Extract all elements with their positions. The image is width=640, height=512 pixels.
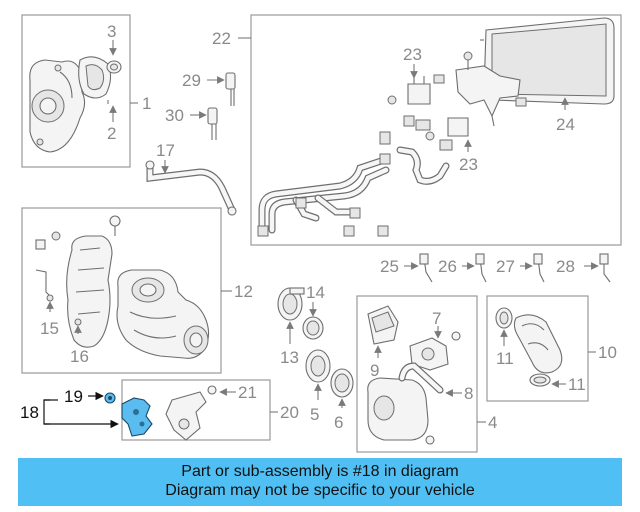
callout-17: 17 (156, 141, 175, 160)
callout-23-top: 23 (403, 45, 422, 64)
highlighted-part-18[interactable] (121, 397, 153, 437)
callout-15: 15 (40, 319, 59, 338)
sensor-27[interactable] (533, 253, 545, 283)
heat-shield[interactable] (66, 235, 113, 348)
callout-19: 19 (64, 387, 83, 406)
sensor-29[interactable] (225, 72, 236, 106)
callout-10: 10 (598, 343, 617, 362)
o-ring[interactable] (106, 60, 122, 74)
callout-26: 26 (438, 257, 457, 276)
callout-9: 9 (370, 361, 379, 380)
callout-22: 22 (212, 29, 231, 48)
group-box-1 (21, 14, 138, 168)
group-box-22 (238, 14, 622, 246)
banner-line-2: Diagram may not be specific to your vehi… (165, 482, 475, 499)
gasket-6[interactable] (330, 368, 354, 398)
callout-14: 14 (306, 283, 325, 302)
callout-21: 21 (238, 383, 257, 402)
callout-11-left: 11 (496, 349, 514, 368)
banner-line-1: Part or sub-assembly is #18 in diagram (181, 463, 459, 480)
mounting-bracket[interactable] (165, 391, 207, 441)
info-banner: Part or sub-assembly is #18 in diagram D… (18, 458, 622, 506)
callout-27: 27 (496, 257, 515, 276)
egr-cooler[interactable] (367, 362, 444, 445)
callout-6: 6 (334, 413, 343, 432)
callout-29: 29 (182, 71, 201, 90)
seal-11-lower[interactable] (529, 373, 551, 387)
callout-23-bottom: 23 (459, 155, 478, 174)
nut-12[interactable] (35, 231, 61, 250)
sensor-15[interactable] (35, 269, 54, 302)
callout-7: 7 (432, 309, 441, 328)
exploded-view: 3 2 1 29 30 17 22 24 (20, 14, 622, 453)
callout-5: 5 (310, 405, 319, 424)
callout-4: 4 (488, 413, 497, 432)
clamp-5[interactable] (305, 349, 331, 383)
callout-12: 12 (234, 282, 253, 301)
coolant-pipe-17[interactable] (145, 160, 237, 216)
turbocharger[interactable] (116, 269, 210, 359)
sensor-30[interactable] (207, 107, 218, 140)
callout-16: 16 (70, 347, 89, 366)
pump-housing[interactable] (29, 59, 86, 153)
clamp-13[interactable] (277, 287, 305, 321)
intercooler-hoses[interactable] (257, 115, 453, 237)
callout-28: 28 (556, 257, 575, 276)
heat-shield-9[interactable] (367, 305, 399, 345)
bracket-assembly[interactable] (433, 51, 527, 127)
callout-8: 8 (464, 384, 473, 403)
callout-1: 1 (142, 94, 151, 113)
intake-hose[interactable] (513, 314, 563, 374)
callout-11-right: 11 (568, 375, 586, 394)
callout-20: 20 (280, 403, 299, 422)
callout-13: 13 (280, 348, 299, 367)
callout-3: 3 (107, 22, 116, 41)
callout-2: 2 (107, 124, 116, 143)
valve-7[interactable] (409, 331, 461, 371)
group-box-4 (356, 295, 486, 453)
highlighted-part-19[interactable] (104, 392, 116, 404)
callout-30: 30 (165, 106, 184, 125)
gasket[interactable] (78, 56, 112, 99)
sensor-26[interactable] (475, 253, 487, 283)
group-box-12 (21, 207, 232, 374)
gasket-14[interactable] (302, 316, 324, 340)
callout-24: 24 (556, 115, 575, 134)
callout-18: 18 (20, 403, 39, 422)
bolt-12[interactable] (109, 215, 121, 236)
group-box-10 (486, 295, 596, 402)
bolt-21[interactable] (207, 385, 217, 395)
callout-25: 25 (380, 257, 399, 276)
sensor-28[interactable] (599, 253, 611, 283)
sensor-25[interactable] (419, 253, 433, 283)
sensor-23-upper[interactable] (387, 76, 431, 105)
seal-11-upper[interactable] (495, 307, 513, 329)
sensor-23-lower[interactable] (415, 117, 469, 141)
